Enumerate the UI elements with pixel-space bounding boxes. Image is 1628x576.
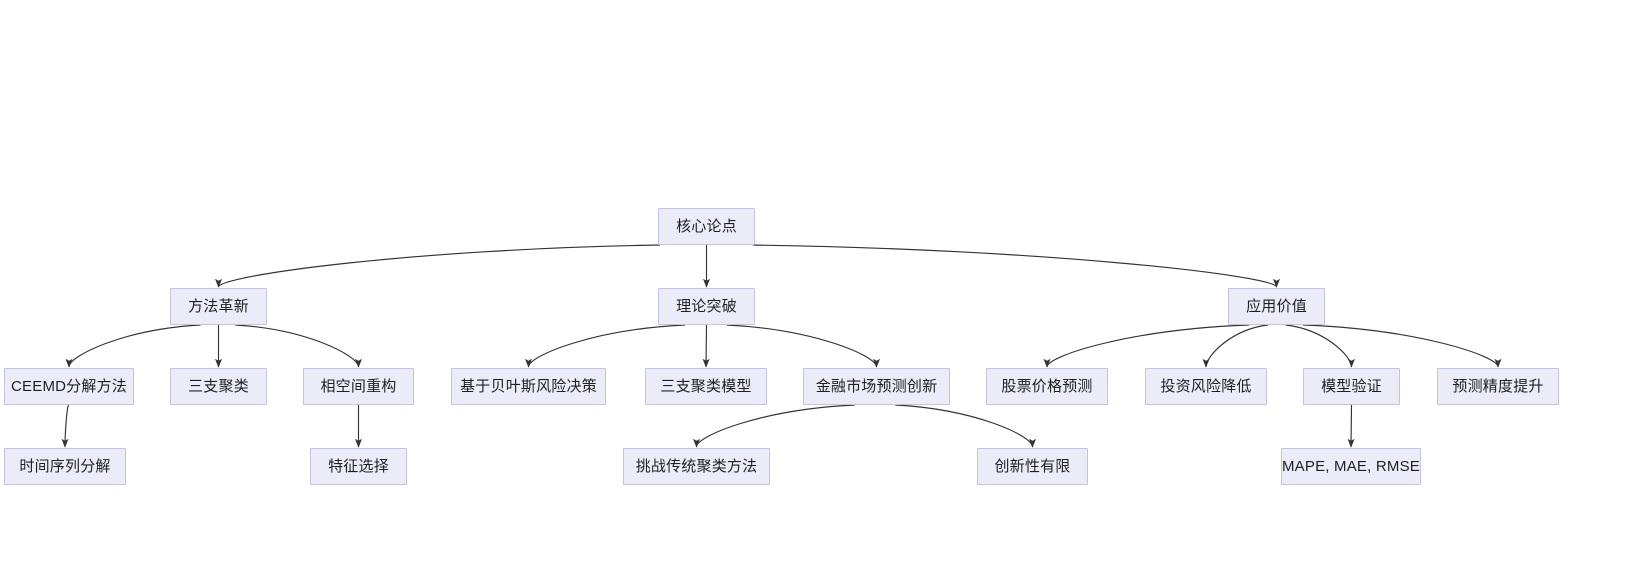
flowchart-node-l2a[interactable]: 方法革新 xyxy=(170,288,267,325)
flowchart-node-label: 核心论点 xyxy=(676,218,737,235)
flowchart-node-l2b[interactable]: 理论突破 xyxy=(658,288,755,325)
flowchart-node-root[interactable]: 核心论点 xyxy=(658,208,755,245)
flowchart-node-l3c[interactable]: 相空间重构 xyxy=(303,368,414,405)
flowchart-node-label: 相空间重构 xyxy=(320,378,397,395)
flowchart-node-l3i[interactable]: 模型验证 xyxy=(1303,368,1400,405)
flowchart-node-label: 特征选择 xyxy=(328,458,389,475)
flowchart-node-l3f[interactable]: 金融市场预测创新 xyxy=(803,368,950,405)
flowchart-node-label: 预测精度提升 xyxy=(1452,378,1544,395)
flowchart-node-l4a[interactable]: 时间序列分解 xyxy=(4,448,126,485)
flowchart-node-label: 三支聚类模型 xyxy=(660,378,752,395)
flowchart-node-l3g[interactable]: 股票价格预测 xyxy=(986,368,1108,405)
flowchart-node-l3j[interactable]: 预测精度提升 xyxy=(1437,368,1559,405)
flowchart-node-l3a[interactable]: CEEMD分解方法 xyxy=(4,368,134,405)
flowchart-node-label: MAPE, MAE, RMSE xyxy=(1281,458,1421,475)
flowchart-node-l3b[interactable]: 三支聚类 xyxy=(170,368,267,405)
flowchart-node-label: 三支聚类 xyxy=(188,378,249,395)
flowchart-node-label: CEEMD分解方法 xyxy=(11,378,127,395)
flowchart-node-label: 时间序列分解 xyxy=(19,458,111,475)
flowchart-node-label: 挑战传统聚类方法 xyxy=(635,458,758,475)
flowchart-node-l4c[interactable]: 挑战传统聚类方法 xyxy=(623,448,770,485)
flowchart-node-label: 投资风险降低 xyxy=(1160,378,1252,395)
flowchart-node-label: 创新性有限 xyxy=(994,458,1071,475)
flowchart-node-l4e[interactable]: MAPE, MAE, RMSE xyxy=(1281,448,1421,485)
flowchart-node-l3d[interactable]: 基于贝叶斯风险决策 xyxy=(451,368,606,405)
flowchart-node-label: 理论突破 xyxy=(676,298,737,315)
flowchart-node-l3h[interactable]: 投资风险降低 xyxy=(1145,368,1267,405)
flowchart-node-l2c[interactable]: 应用价值 xyxy=(1228,288,1325,325)
flowchart-node-label: 模型验证 xyxy=(1321,378,1382,395)
flowchart-node-label: 方法革新 xyxy=(188,298,249,315)
flowchart-node-label: 金融市场预测创新 xyxy=(815,378,938,395)
flowchart-node-l4d[interactable]: 创新性有限 xyxy=(977,448,1088,485)
flowchart-node-label: 基于贝叶斯风险决策 xyxy=(460,378,597,395)
flowchart-node-l3e[interactable]: 三支聚类模型 xyxy=(645,368,767,405)
flowchart-node-l4b[interactable]: 特征选择 xyxy=(310,448,407,485)
flowchart-node-label: 股票价格预测 xyxy=(1001,378,1093,395)
flowchart-node-label: 应用价值 xyxy=(1246,298,1307,315)
